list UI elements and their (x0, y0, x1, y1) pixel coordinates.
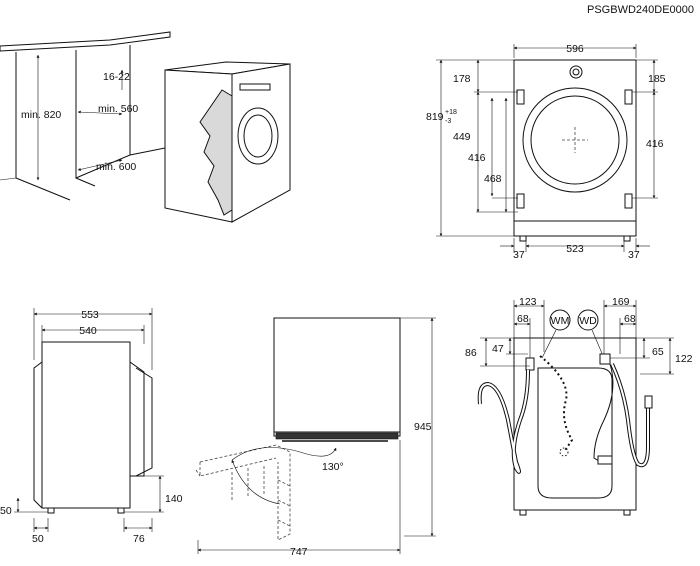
front-height-tol-plus: +18 (445, 109, 457, 116)
side-depth-total-label: 553 (81, 309, 99, 321)
side-plinth-label: 140 (165, 493, 183, 505)
front-height-tol-minus: -3 (445, 118, 451, 125)
rear-left-offset-label: 123 (519, 296, 537, 308)
front-bottom-width-label: 523 (566, 243, 584, 255)
front-height-label: 819 (426, 111, 444, 123)
rear-right-68-label: 68 (624, 313, 636, 325)
side-foot-height-label: 50 (0, 505, 12, 517)
front-top-left-label: 178 (453, 73, 471, 85)
wm-badge (549, 309, 571, 331)
rear-47-label: 47 (492, 343, 504, 355)
rear-right-offset-label: 169 (612, 296, 630, 308)
front-right-416-label: 416 (646, 138, 664, 150)
niche-height-label: min. 820 (21, 109, 61, 121)
side-view: 553 540 140 50 50 76 (0, 308, 183, 545)
rear-65-label: 65 (652, 346, 664, 358)
front-foot-left-label: 37 (513, 249, 525, 261)
door-angle-label: 130° (322, 461, 344, 473)
door-height-label: 945 (414, 421, 432, 433)
niche-depth-label: min. 600 (96, 161, 136, 173)
front-left-468-label: 468 (484, 173, 502, 185)
door-clearance-label: 747 (290, 546, 308, 558)
top-gap-label: 16-22 (103, 71, 130, 83)
side-foot-offset-label: 50 (32, 533, 44, 545)
front-width-label: 596 (566, 43, 584, 55)
front-top-right-label: 185 (648, 73, 666, 85)
rear-122-label: 122 (675, 353, 693, 365)
installation-view: min. 820 16-22 min. 560 min. 600 (0, 31, 291, 223)
wd-badge (577, 309, 599, 331)
front-foot-right-label: 37 (628, 249, 640, 261)
rear-86-label: 86 (465, 347, 477, 359)
door-view: 945 130° 747 (195, 317, 436, 558)
front-left-449-label: 449 (453, 131, 471, 143)
side-depth-body-label: 540 (79, 325, 97, 337)
niche-width-label: min. 560 (98, 103, 138, 115)
front-left-416-label: 416 (468, 152, 486, 164)
wd-label: WD (579, 315, 597, 327)
model-code: PSGBWD240DE0000 (587, 4, 694, 16)
rear-left-68-label: 68 (517, 313, 529, 325)
wm-label: WM (551, 315, 570, 327)
front-view: 596 819 +18 -3 178 449 416 (426, 43, 666, 261)
rear-view: WM WD 123 68 169 (465, 296, 693, 516)
side-rear-offset-label: 76 (133, 533, 145, 545)
